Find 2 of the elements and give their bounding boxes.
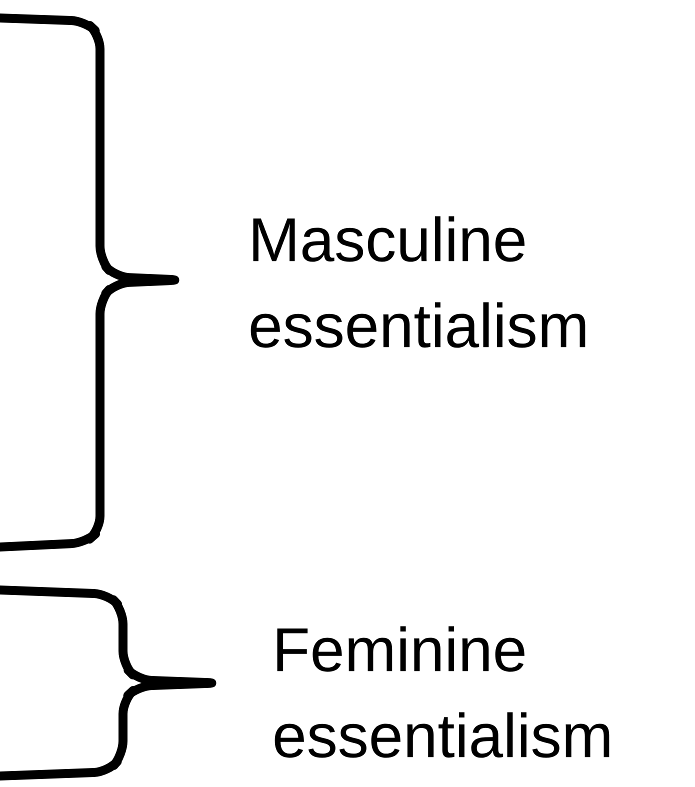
label-text: Masculine essentialism [250, 216, 586, 348]
label-text: Feminine essentialism [274, 626, 610, 758]
